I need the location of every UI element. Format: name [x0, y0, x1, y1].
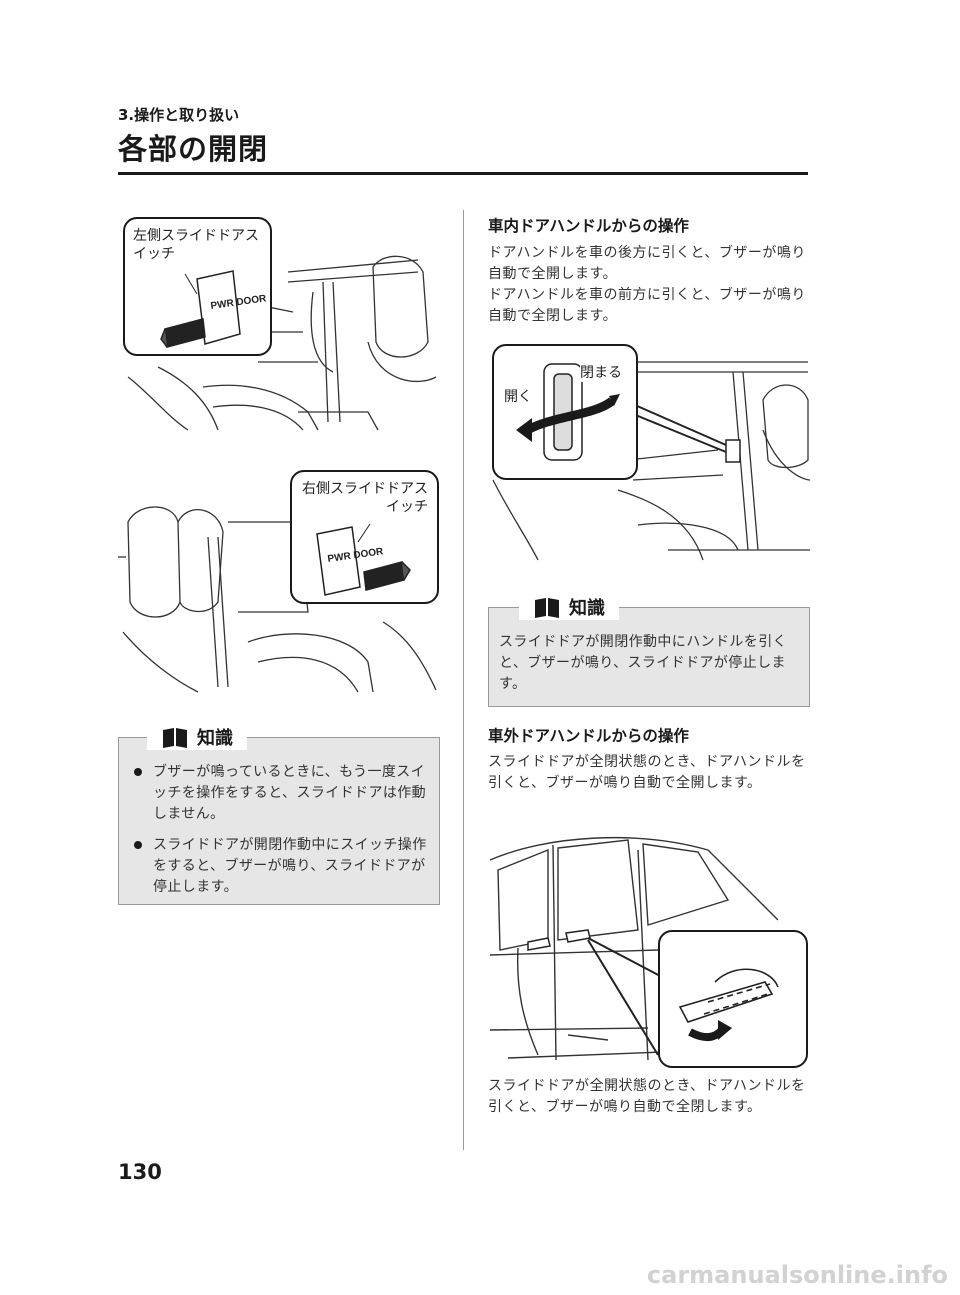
left-sliding-door-switch-illustration: PWR DOOR 左側スライドドアスイッチ — [118, 212, 438, 432]
page-number: 130 — [118, 1160, 162, 1184]
inner-door-handle-illustration: 開く 閉まる — [488, 340, 811, 562]
page-title: 各部の開閉 — [118, 132, 269, 166]
bullet-icon — [134, 768, 142, 776]
outer-handle-heading: 車外ドアハンドルからの操作 — [488, 727, 689, 745]
inner-handle-paragraph-2: ドアハンドルを車の前方に引くと、ブザーが鳴り自動で全閉します。 — [488, 287, 806, 324]
info-title-text: 知識 — [569, 598, 605, 619]
outer-door-handle-illustration — [488, 830, 810, 1068]
book-icon — [533, 596, 561, 618]
outer-handle-callout — [658, 930, 808, 1068]
info-bullet-item: スライドドアが開閉作動中にスイッチ操作をすると、ブザーが鳴り、スライドドアが停止… — [131, 835, 431, 898]
info-title: 知識 — [519, 594, 619, 620]
info-title: 知識 — [147, 724, 247, 750]
inner-handle-callout: 開く 閉まる — [492, 344, 638, 480]
inner-handle-heading: 車内ドアハンドルからの操作 — [488, 217, 689, 235]
left-switch-label: 左側スライドドアスイッチ — [133, 228, 259, 262]
right-info-box: 知識 スライドドアが開閉作動中にハンドルを引くと、ブザーが鳴り、スライドドアが停… — [488, 594, 810, 707]
title-divider — [118, 172, 808, 175]
watermark: carmanualsonline.info — [646, 1261, 948, 1289]
right-switch-callout: PWR DOOR 右側スライドドアスイッチ — [290, 470, 439, 604]
right-switch-label: 右側スライドドアスイッチ — [302, 481, 428, 515]
column-divider — [463, 210, 464, 1150]
open-label: 開く — [504, 389, 532, 405]
book-icon — [161, 726, 189, 748]
left-info-box: 知識 ブザーが鳴っているときに、もう一度スイッチを操作をすると、スライドドアは作… — [118, 724, 440, 905]
inner-handle-paragraph-1: ドアハンドルを車の後方に引くと、ブザーが鳴り自動で全開します。 — [488, 245, 806, 282]
outer-handle-paragraph-1: スライドドアが全閉状態のとき、ドアハンドルを引くと、ブザーが鳴り自動で全開します… — [488, 754, 806, 791]
info-title-text: 知識 — [197, 728, 233, 749]
close-label: 閉まる — [580, 364, 622, 382]
outer-handle-paragraph-2: スライドドアが全開状態のとき、ドアハンドルを引くと、ブザーが鳴り自動で全閉します… — [488, 1078, 806, 1115]
left-switch-callout: PWR DOOR 左側スライドドアスイッチ — [123, 217, 272, 356]
right-info-text: スライドドアが開閉作動中にハンドルを引くと、ブザーが鳴り、スライドドアが停止しま… — [499, 634, 787, 692]
info-bullet-item: ブザーが鳴っているときに、もう一度スイッチを操作をすると、スライドドアは作動しま… — [131, 762, 431, 825]
bullet-icon — [134, 841, 142, 849]
right-sliding-door-switch-illustration: PWR DOOR 右側スライドドアスイッチ — [118, 462, 439, 694]
section-label: 3.操作と取り扱い — [118, 106, 240, 124]
